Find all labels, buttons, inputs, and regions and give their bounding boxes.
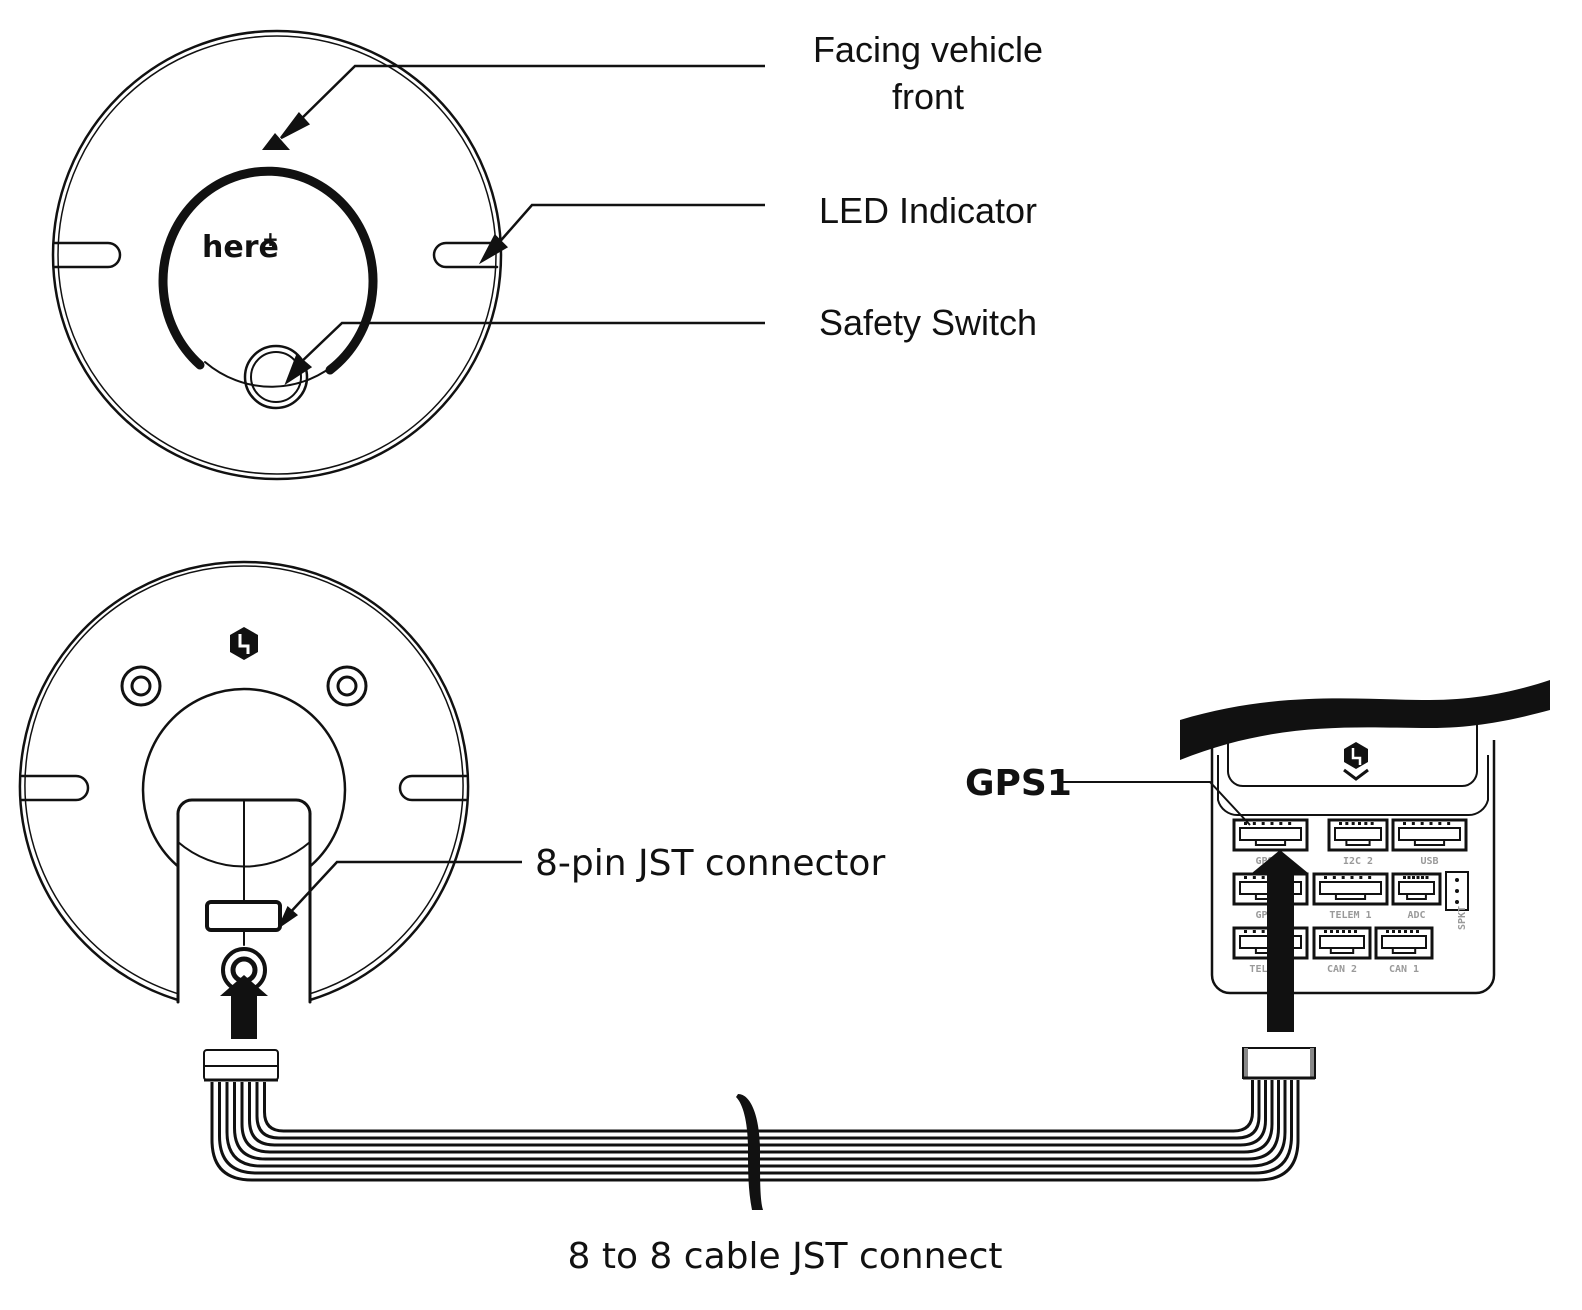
cable-wire (263, 1080, 1254, 1133)
fc-port: USB (1391, 818, 1468, 867)
flight-controller (1180, 680, 1550, 995)
gps-bottom-view (18, 560, 470, 1004)
cable-break-mark-icon (736, 1094, 763, 1210)
callout-gps1: GPS1 (965, 763, 1072, 804)
gps-bottom-outer (18, 560, 470, 1002)
callout-safety-switch: Safety Switch (819, 302, 1037, 343)
callout-jst-connector: 8-pin JST connector (535, 843, 885, 884)
fc-body-inner (1217, 755, 1489, 817)
fc-port: I2C 2 (1327, 818, 1389, 867)
led-ring (158, 166, 378, 375)
fc-cable-band (1180, 680, 1550, 760)
fc-port-label: CAN 1 (1389, 964, 1419, 975)
gps-top-outer-ring (51, 29, 503, 481)
gps-top-outer-ring-inner (57, 35, 497, 475)
fc-port-label: USB (1420, 856, 1438, 867)
cable-caption: 8 to 8 cable JST connect (568, 1236, 1003, 1277)
mount-slot-left (53, 241, 122, 269)
fc-logo-icon (1343, 742, 1369, 781)
callout-facing-front-line2: front (892, 76, 964, 117)
leader-facing-front (294, 64, 765, 126)
brand-logo-plus: + (262, 227, 279, 251)
spkt-port (1445, 871, 1469, 911)
fc-port: TELEM 1 (1312, 872, 1389, 921)
callout-facing-front-line1: Facing vehicle (813, 29, 1043, 70)
top-callout-leaders (280, 64, 765, 386)
fc-port-label: TELEM 1 (1329, 910, 1371, 921)
gps1-callout-leader (1060, 781, 1251, 826)
fc-body (1210, 740, 1496, 995)
leader-led (495, 203, 765, 247)
callout-led-indicator: LED Indicator (819, 190, 1037, 231)
mount-boss-left-outer (120, 665, 162, 707)
jst-callout-leader (277, 860, 522, 930)
mount-slot-bottom-right (398, 774, 468, 802)
mount-boss-right-outer (326, 665, 368, 707)
fc-top-panel (1226, 720, 1479, 788)
brand-logo-text: here (202, 230, 279, 265)
mount-slot-bottom-left (20, 774, 90, 802)
gps-bottom-outer-inner (24, 565, 464, 996)
mount-boss-right-inner (336, 675, 358, 697)
fc-port: ADC (1391, 872, 1442, 921)
arrow-to-fc-icon (1252, 850, 1308, 1032)
safety-switch-inner (250, 351, 302, 403)
led-ring-thin (204, 359, 341, 388)
safety-switch-outer (243, 344, 309, 410)
arrow-to-gps-icon (220, 975, 268, 1039)
fc-port-label: ADC (1407, 910, 1425, 921)
fc-port-label: CAN 2 (1327, 964, 1357, 975)
logo-icon-bottom (230, 627, 258, 660)
gps-top-view (51, 29, 503, 481)
jst-connector-port (205, 900, 282, 932)
fc-port-label: I2C 2 (1343, 856, 1373, 867)
spkt-label: SPKT (1457, 906, 1468, 930)
arrowhead-led (478, 233, 509, 265)
arrowhead-safety (284, 353, 313, 386)
mount-boss-left-inner (130, 675, 152, 697)
fc-port: CAN 1 (1374, 926, 1434, 975)
mount-slot-right (432, 241, 499, 269)
leader-safety-switch (297, 321, 765, 366)
arrowhead-facing-front (280, 112, 311, 140)
fc-port: CAN 2 (1312, 926, 1372, 975)
jst-plug-right (1242, 1047, 1316, 1080)
jst-plug-left (203, 1049, 279, 1082)
front-notch (262, 133, 290, 150)
